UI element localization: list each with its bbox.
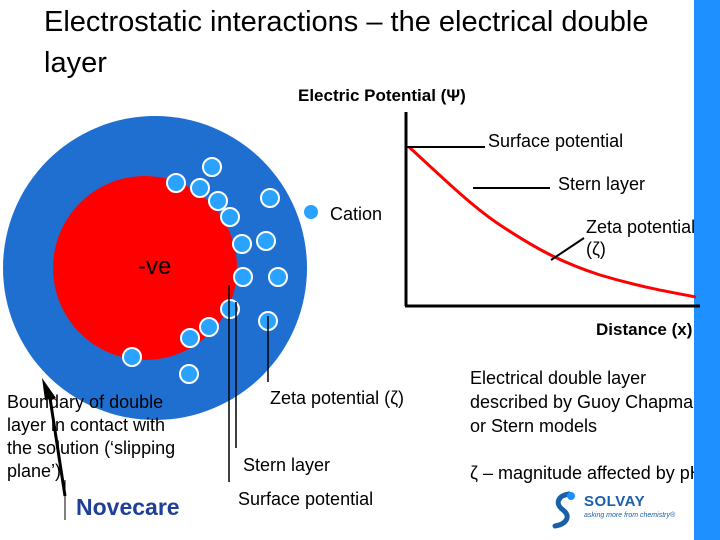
cation-icon — [166, 173, 186, 193]
particle-charge-label: -ve — [138, 253, 172, 280]
cation-icon — [179, 364, 199, 384]
boundary-arrow — [48, 397, 67, 497]
y-axis-label: Electric Potential (Ψ) — [298, 86, 466, 105]
magnitude-note: ζ – magnitude affected by pH — [470, 463, 694, 483]
cation-icon — [202, 157, 222, 177]
stern-layer-label: Stern layer — [558, 174, 646, 194]
cation-legend-label: Cation — [330, 204, 383, 224]
novecare-logo: Novecare — [76, 494, 180, 520]
cation-icon — [233, 267, 253, 287]
cation-legend-icon — [302, 203, 320, 221]
cation-icon — [268, 267, 288, 287]
cation-icon — [190, 178, 210, 198]
solvay-logo-icon — [552, 491, 575, 529]
cation-icon — [199, 317, 219, 337]
solvay-wordmark: SOLVAY — [584, 493, 646, 510]
x-axis-label: Distance (x) — [596, 320, 693, 339]
boundary-label: Boundary of double layer in contact with… — [7, 392, 176, 481]
cation-icon — [220, 207, 240, 227]
zeta-symbol-label: (ζ) — [586, 239, 606, 259]
cation-icon — [260, 188, 280, 208]
zeta-potential-label: Zeta potential — [586, 217, 696, 237]
zeta-potential-pointer — [550, 237, 585, 261]
potential-curve — [407, 145, 697, 299]
cation-icon — [180, 328, 200, 348]
solvay-tagline: asking more from chemistry® — [584, 512, 676, 519]
cation-icon — [256, 231, 276, 251]
particle-stern-label: Stern layer — [243, 455, 331, 475]
page-title: Electrostatic interactions – the electri… — [44, 6, 649, 79]
cation-icon — [232, 234, 252, 254]
double-layer-notes: Electrical double layer described by Guo… — [470, 368, 694, 436]
boundary-arrowhead-icon — [42, 378, 56, 400]
surface-potential-label: Surface potential — [488, 131, 624, 151]
particle-surface-label: Surface potential — [238, 489, 374, 509]
cation-icon — [122, 347, 142, 367]
particle-zeta-label: Zeta potential (ζ) — [270, 388, 404, 408]
cation-icon — [220, 299, 240, 319]
cation-group — [122, 157, 288, 384]
cation-icon — [208, 191, 228, 211]
accent-bar — [694, 0, 720, 540]
particle-core — [53, 176, 237, 360]
